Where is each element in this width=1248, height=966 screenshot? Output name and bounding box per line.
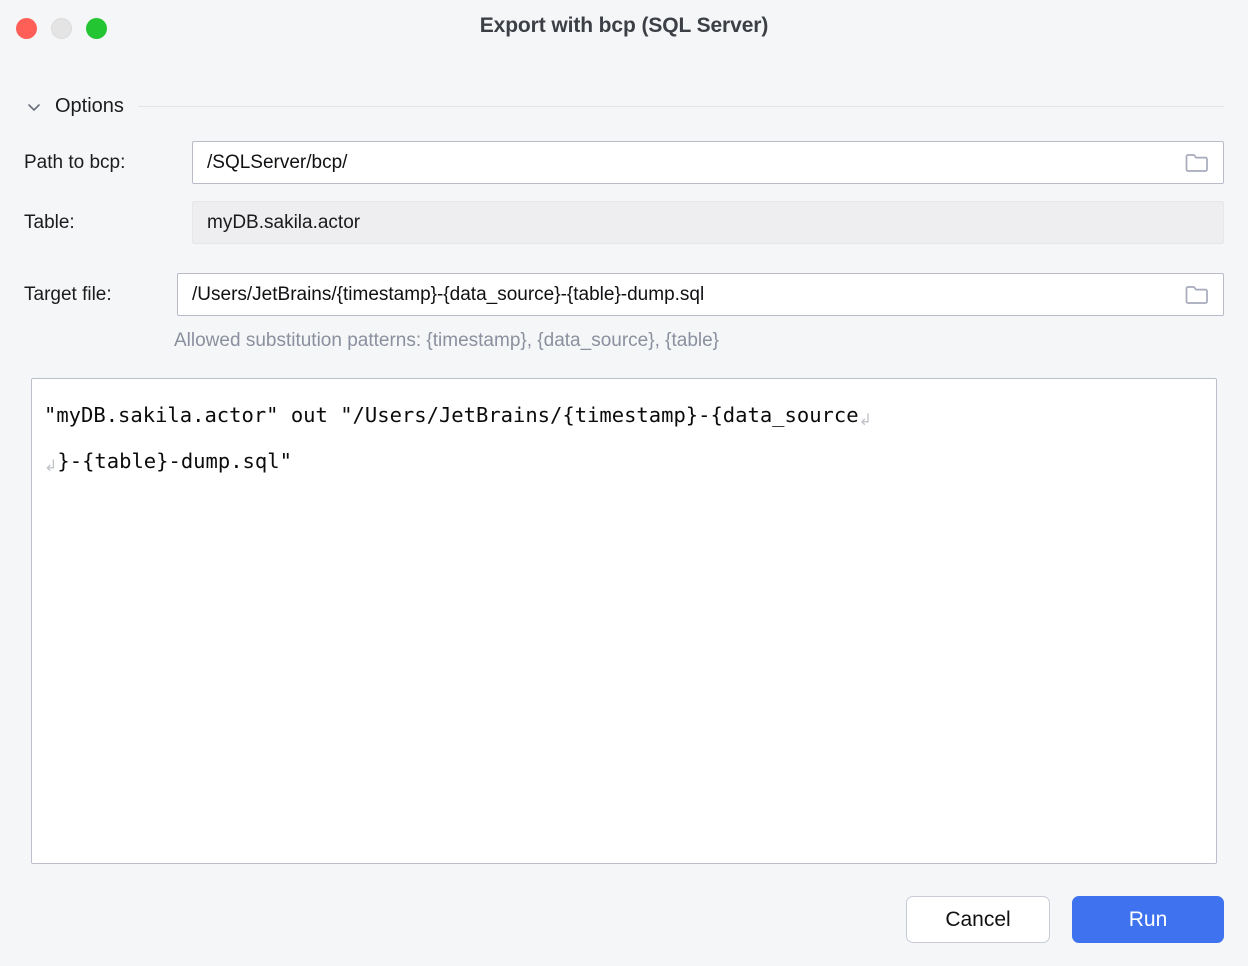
table-label-wrap: Table: xyxy=(24,212,75,234)
run-button[interactable]: Run xyxy=(1072,896,1224,943)
command-line-2-text: }-{table}-dump.sql" xyxy=(57,449,292,473)
path-to-bcp-input[interactable]: /SQLServer/bcp/ xyxy=(192,141,1224,184)
command-line-1: "myDB.sakila.actor" out "/Users/JetBrain… xyxy=(44,393,1204,439)
target-file-label: Target file: xyxy=(24,284,112,305)
folder-icon[interactable] xyxy=(1171,142,1223,183)
target-file-input[interactable]: /Users/JetBrains/{timestamp}-{data_sourc… xyxy=(177,273,1224,316)
zoom-button[interactable] xyxy=(86,18,107,39)
minimize-button[interactable] xyxy=(51,18,72,39)
close-button[interactable] xyxy=(16,18,37,39)
command-line-2: ↲}-{table}-dump.sql" xyxy=(44,439,1204,485)
target-file-value: /Users/JetBrains/{timestamp}-{data_sourc… xyxy=(192,283,705,305)
substitution-hint: Allowed substitution patterns: {timestam… xyxy=(174,330,720,351)
wrap-marker-icon: ↲ xyxy=(44,456,58,475)
window-controls xyxy=(16,18,107,39)
cancel-button[interactable]: Cancel xyxy=(906,896,1050,943)
table-value-field: myDB.sakila.actor xyxy=(192,201,1224,244)
dialog-footer: Cancel Run xyxy=(0,896,1248,966)
wrap-marker-icon: ↲ xyxy=(858,410,872,429)
target-file-label-wrap: Target file: xyxy=(24,284,112,306)
command-preview-textarea[interactable]: "myDB.sakila.actor" out "/Users/JetBrain… xyxy=(31,378,1217,864)
options-section-header[interactable]: Options xyxy=(24,92,1224,120)
options-separator xyxy=(137,105,1224,107)
folder-icon[interactable] xyxy=(1171,274,1223,315)
command-line-1-text: "myDB.sakila.actor" out "/Users/JetBrain… xyxy=(44,403,859,427)
path-to-bcp-label: Path to bcp: xyxy=(24,152,126,173)
options-label: Options xyxy=(55,94,124,117)
path-to-bcp-label-wrap: Path to bcp: xyxy=(24,152,125,174)
chevron-down-icon[interactable] xyxy=(24,97,44,117)
table-label: Table: xyxy=(24,212,75,233)
title-bar: Export with bcp (SQL Server) xyxy=(0,0,1248,58)
path-to-bcp-value: /SQLServer/bcp/ xyxy=(207,151,348,173)
window-title: Export with bcp (SQL Server) xyxy=(479,14,769,37)
table-value: myDB.sakila.actor xyxy=(207,211,361,233)
